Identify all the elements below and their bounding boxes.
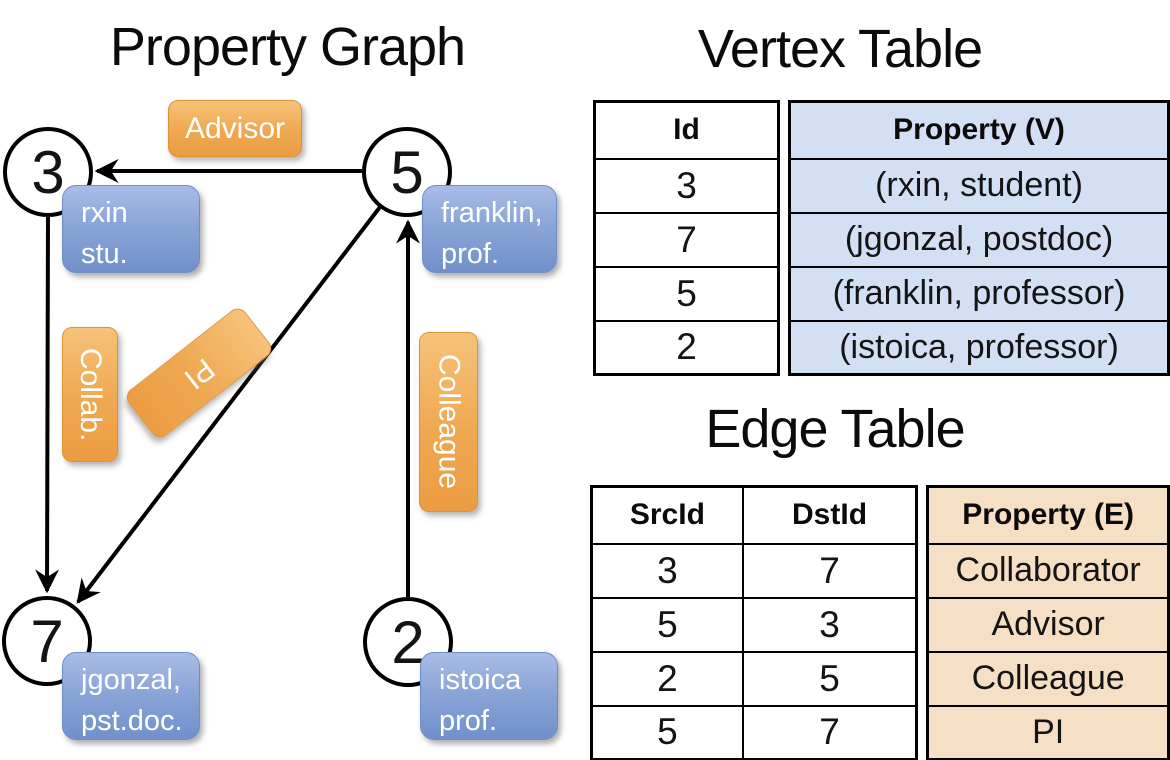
vertex-property-line: prof.	[441, 238, 500, 270]
edge-property-cell: PI	[926, 704, 1170, 760]
vertex-id-cell: 3	[593, 157, 780, 214]
table-row: (rxin, student)	[788, 157, 1170, 214]
vertex-id-cell: 2	[593, 319, 780, 376]
vertex-table: Id 3 7 5 2 Property (V) (rxin, student) …	[593, 100, 1170, 376]
edge-src-cell: 3	[590, 542, 744, 599]
vertex-property-line: stu.	[81, 238, 128, 270]
edge-label-colleague: Colleague	[419, 332, 478, 512]
table-row: (franklin, professor)	[788, 265, 1170, 322]
vertex-property-box-rxin: rxin stu.	[62, 185, 200, 273]
vertex-property-cell: (rxin, student)	[788, 157, 1170, 214]
edge-label-text: Advisor	[184, 111, 286, 145]
vertex-id-cell: 5	[593, 265, 780, 322]
edge-dst-cell: 7	[741, 704, 918, 760]
vertex-property-line: jgonzal,	[81, 664, 181, 696]
table-row: 3 7	[590, 542, 918, 599]
edge-table-header-dstid: DstId	[741, 485, 918, 545]
vertex-property-line: franklin,	[441, 197, 543, 229]
table-row: (jgonzal, postdoc)	[788, 211, 1170, 268]
vertex-property-line: rxin	[81, 197, 128, 229]
vertex-property-box-jgonzal: jgonzal, pst.doc.	[62, 652, 200, 740]
table-row: Id	[593, 100, 780, 160]
vertex-property-line: istoica	[439, 664, 522, 696]
table-row: 5 7	[590, 704, 918, 760]
table-row: SrcId DstId	[590, 485, 918, 545]
edge-table-title: Edge Table	[705, 399, 965, 459]
edge-property-cell: Colleague	[926, 650, 1170, 707]
table-row: (istoica, professor)	[788, 319, 1170, 376]
edge-src-cell: 5	[590, 596, 744, 653]
edge-3-to-7	[35, 213, 60, 594]
edge-dst-cell: 5	[741, 650, 918, 707]
edge-5-to-7	[76, 205, 382, 604]
vertex-table-header-id: Id	[593, 100, 780, 160]
node-2-id: 2	[391, 608, 425, 676]
edge-table-header-property: Property (E)	[926, 485, 1170, 545]
vertex-table-header-property: Property (V)	[788, 100, 1170, 160]
node-7-id: 7	[30, 607, 64, 675]
edge-label-advisor: Advisor	[168, 100, 302, 157]
table-row: 2	[593, 319, 780, 376]
vertex-table-id-column: Id 3 7 5 2	[593, 100, 781, 376]
edge-dst-cell: 3	[741, 596, 918, 653]
vertex-property-line: pst.doc.	[81, 705, 183, 737]
vertex-property-box-franklin: franklin, prof.	[422, 185, 557, 273]
table-row: PI	[926, 704, 1170, 760]
table-row: 5 3	[590, 596, 918, 653]
table-row: Colleague	[926, 650, 1170, 707]
table-row: 7	[593, 211, 780, 268]
table-row: Property (V)	[788, 100, 1170, 160]
table-row: 3	[593, 157, 780, 214]
vertex-table-title: Vertex Table	[697, 19, 983, 79]
graph-node-3: 3	[3, 127, 93, 217]
vertex-property-cell: (istoica, professor)	[788, 319, 1170, 376]
vertex-property-line: prof.	[439, 705, 498, 737]
edge-label-collab: Collab.	[62, 327, 118, 462]
vertex-id-cell: 7	[593, 211, 780, 268]
table-row: Advisor	[926, 596, 1170, 653]
edge-property-cell: Advisor	[926, 596, 1170, 653]
vertex-property-cell: (jgonzal, postdoc)	[788, 211, 1170, 268]
table-row: 2 5	[590, 650, 918, 707]
edge-label-text: Collab.	[74, 347, 107, 442]
edge-src-cell: 5	[590, 704, 744, 760]
edge-table-id-columns: SrcId DstId 3 7 5 3 2 5 5 7	[590, 485, 919, 760]
edge-table: SrcId DstId 3 7 5 3 2 5 5 7 Property (E)	[590, 485, 1170, 760]
property-graph-title: Property Graph	[109, 17, 466, 77]
vertex-property-cell: (franklin, professor)	[788, 265, 1170, 322]
edge-src-cell: 2	[590, 650, 744, 707]
edge-table-property-column: Property (E) Collaborator Advisor Collea…	[926, 485, 1170, 760]
edge-dst-cell: 7	[741, 542, 918, 599]
node-5-id: 5	[390, 138, 424, 206]
node-3-id: 3	[31, 138, 65, 206]
vertex-property-box-istoica: istoica prof.	[420, 652, 558, 740]
edge-property-cell: Collaborator	[926, 542, 1170, 599]
edge-table-header-srcid: SrcId	[590, 485, 744, 545]
edge-label-text: PI	[177, 351, 221, 396]
vertex-table-property-column: Property (V) (rxin, student) (jgonzal, p…	[788, 100, 1170, 376]
table-row: Collaborator	[926, 542, 1170, 599]
table-row: 5	[593, 265, 780, 322]
table-row: Property (E)	[926, 485, 1170, 545]
edge-label-text: Colleague	[432, 354, 466, 490]
